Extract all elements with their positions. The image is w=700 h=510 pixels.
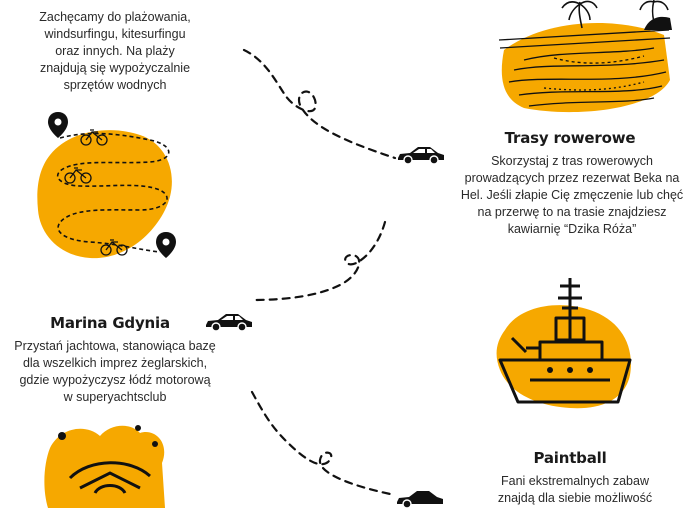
bicycle-icon xyxy=(64,167,92,184)
car-icon xyxy=(398,147,444,165)
bike-description: Skorzystaj z tras rowerowych prowadzącyc… xyxy=(460,154,684,236)
car-icon xyxy=(397,491,443,509)
location-pin-icon xyxy=(48,112,68,138)
paintball-title: Paintball xyxy=(533,449,607,467)
car-icon xyxy=(206,314,252,332)
bicycle-icon xyxy=(80,129,108,146)
marina-description: Przystań jachtowa, stanowiąca bazę dla w… xyxy=(14,339,216,404)
beach-description: Zachęcamy do plażowania, windsurfingu, k… xyxy=(39,10,191,92)
bike-title: Trasy rowerowe xyxy=(504,129,636,147)
location-pin-icon xyxy=(156,232,176,258)
ship-icon xyxy=(496,278,632,409)
marina-title: Marina Gdynia xyxy=(50,314,170,332)
bicycle-icon xyxy=(100,239,128,256)
paintball-icon xyxy=(44,425,165,508)
beach-illustration-icon xyxy=(498,0,672,113)
bike-map-icon xyxy=(37,112,176,259)
